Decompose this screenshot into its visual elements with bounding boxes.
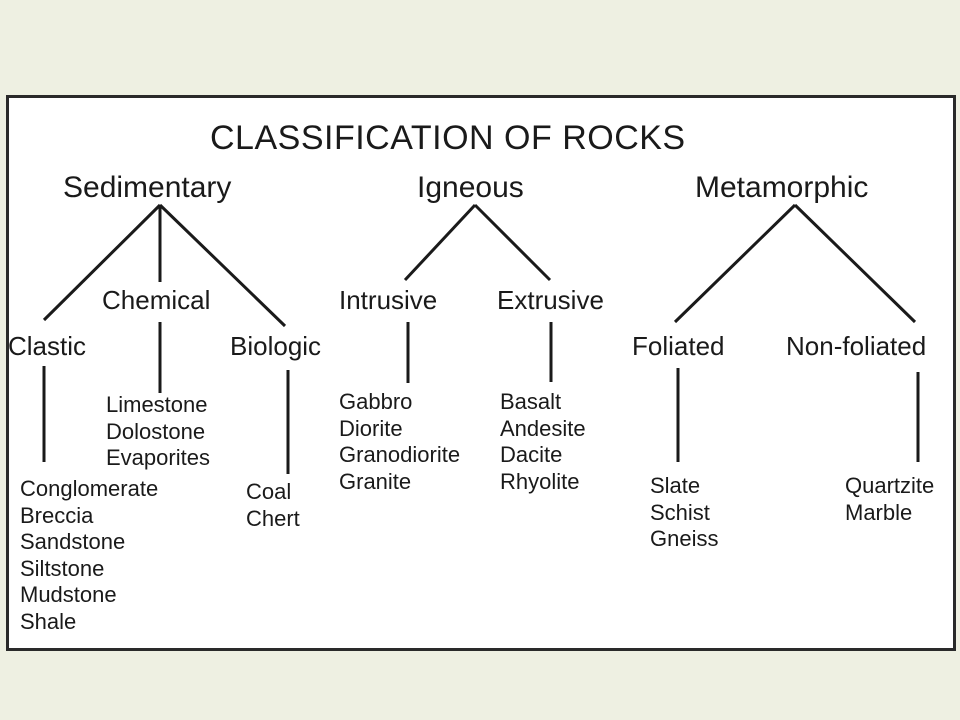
category-sedimentary: Sedimentary [63, 171, 232, 204]
list-item: Chert [246, 505, 300, 531]
category-igneous: Igneous [417, 171, 524, 204]
connector-sedimentary-biologic [158, 203, 287, 328]
examples-biologic: Coal Chert [246, 479, 300, 532]
examples-extrusive: Basalt Andesite Dacite Rhyolite [500, 389, 586, 495]
list-item: Andesite [500, 415, 586, 441]
subcategory-chemical: Chemical [102, 285, 211, 315]
list-item: Marble [845, 499, 913, 525]
examples-foliated: Slate Schist Gneiss [650, 473, 718, 553]
list-item: Conglomerate [20, 476, 159, 501]
list-item: Basalt [500, 389, 562, 414]
list-item: Gneiss [650, 526, 719, 551]
list-item: Gabbro [339, 389, 413, 414]
subcategory-foliated: Foliated [632, 331, 725, 361]
list-item: Evaporites [106, 445, 210, 470]
list-item: Siltstone [20, 555, 105, 581]
connector-metamorphic-foliated [673, 203, 797, 324]
examples-clastic: Conglomerate Breccia Sandstone Siltstone… [20, 476, 158, 635]
subcategory-intrusive: Intrusive [339, 285, 438, 315]
connector-metamorphic-non-foliated [793, 203, 917, 324]
list-item: Sandstone [20, 529, 126, 554]
examples-chemical: Limestone Dolostone Evaporites [106, 392, 210, 472]
diagram-panel [6, 95, 956, 651]
list-item: Dolostone [106, 418, 206, 444]
examples-intrusive: Gabbro Diorite Granodiorite Granite [339, 389, 460, 495]
list-item: Shale [20, 608, 77, 634]
connector-igneous-intrusive [403, 203, 477, 282]
list-item: Rhyolite [500, 468, 580, 494]
list-item: Diorite [339, 415, 403, 441]
connector-sedimentary-clastic [42, 203, 162, 322]
connector-igneous-extrusive [473, 203, 552, 282]
examples-non-foliated: Quartzite Marble [845, 473, 934, 526]
list-item: Schist [650, 499, 710, 525]
list-item: Limestone [106, 392, 208, 417]
list-item: Mudstone [20, 582, 117, 607]
subcategory-non-foliated: Non-foliated [786, 331, 927, 361]
list-item: Granodiorite [339, 442, 461, 467]
list-item: Dacite [500, 442, 563, 467]
category-metamorphic: Metamorphic [695, 171, 869, 204]
subcategory-clastic: Clastic [8, 331, 87, 361]
list-item: Coal [246, 479, 292, 504]
list-item: Quartzite [845, 473, 935, 498]
diagram-title: CLASSIFICATION OF ROCKS [210, 119, 686, 157]
list-item: Slate [650, 473, 701, 498]
list-item: Granite [339, 468, 412, 494]
subcategory-biologic: Biologic [230, 331, 322, 361]
subcategory-extrusive: Extrusive [497, 285, 604, 315]
list-item: Breccia [20, 502, 94, 528]
